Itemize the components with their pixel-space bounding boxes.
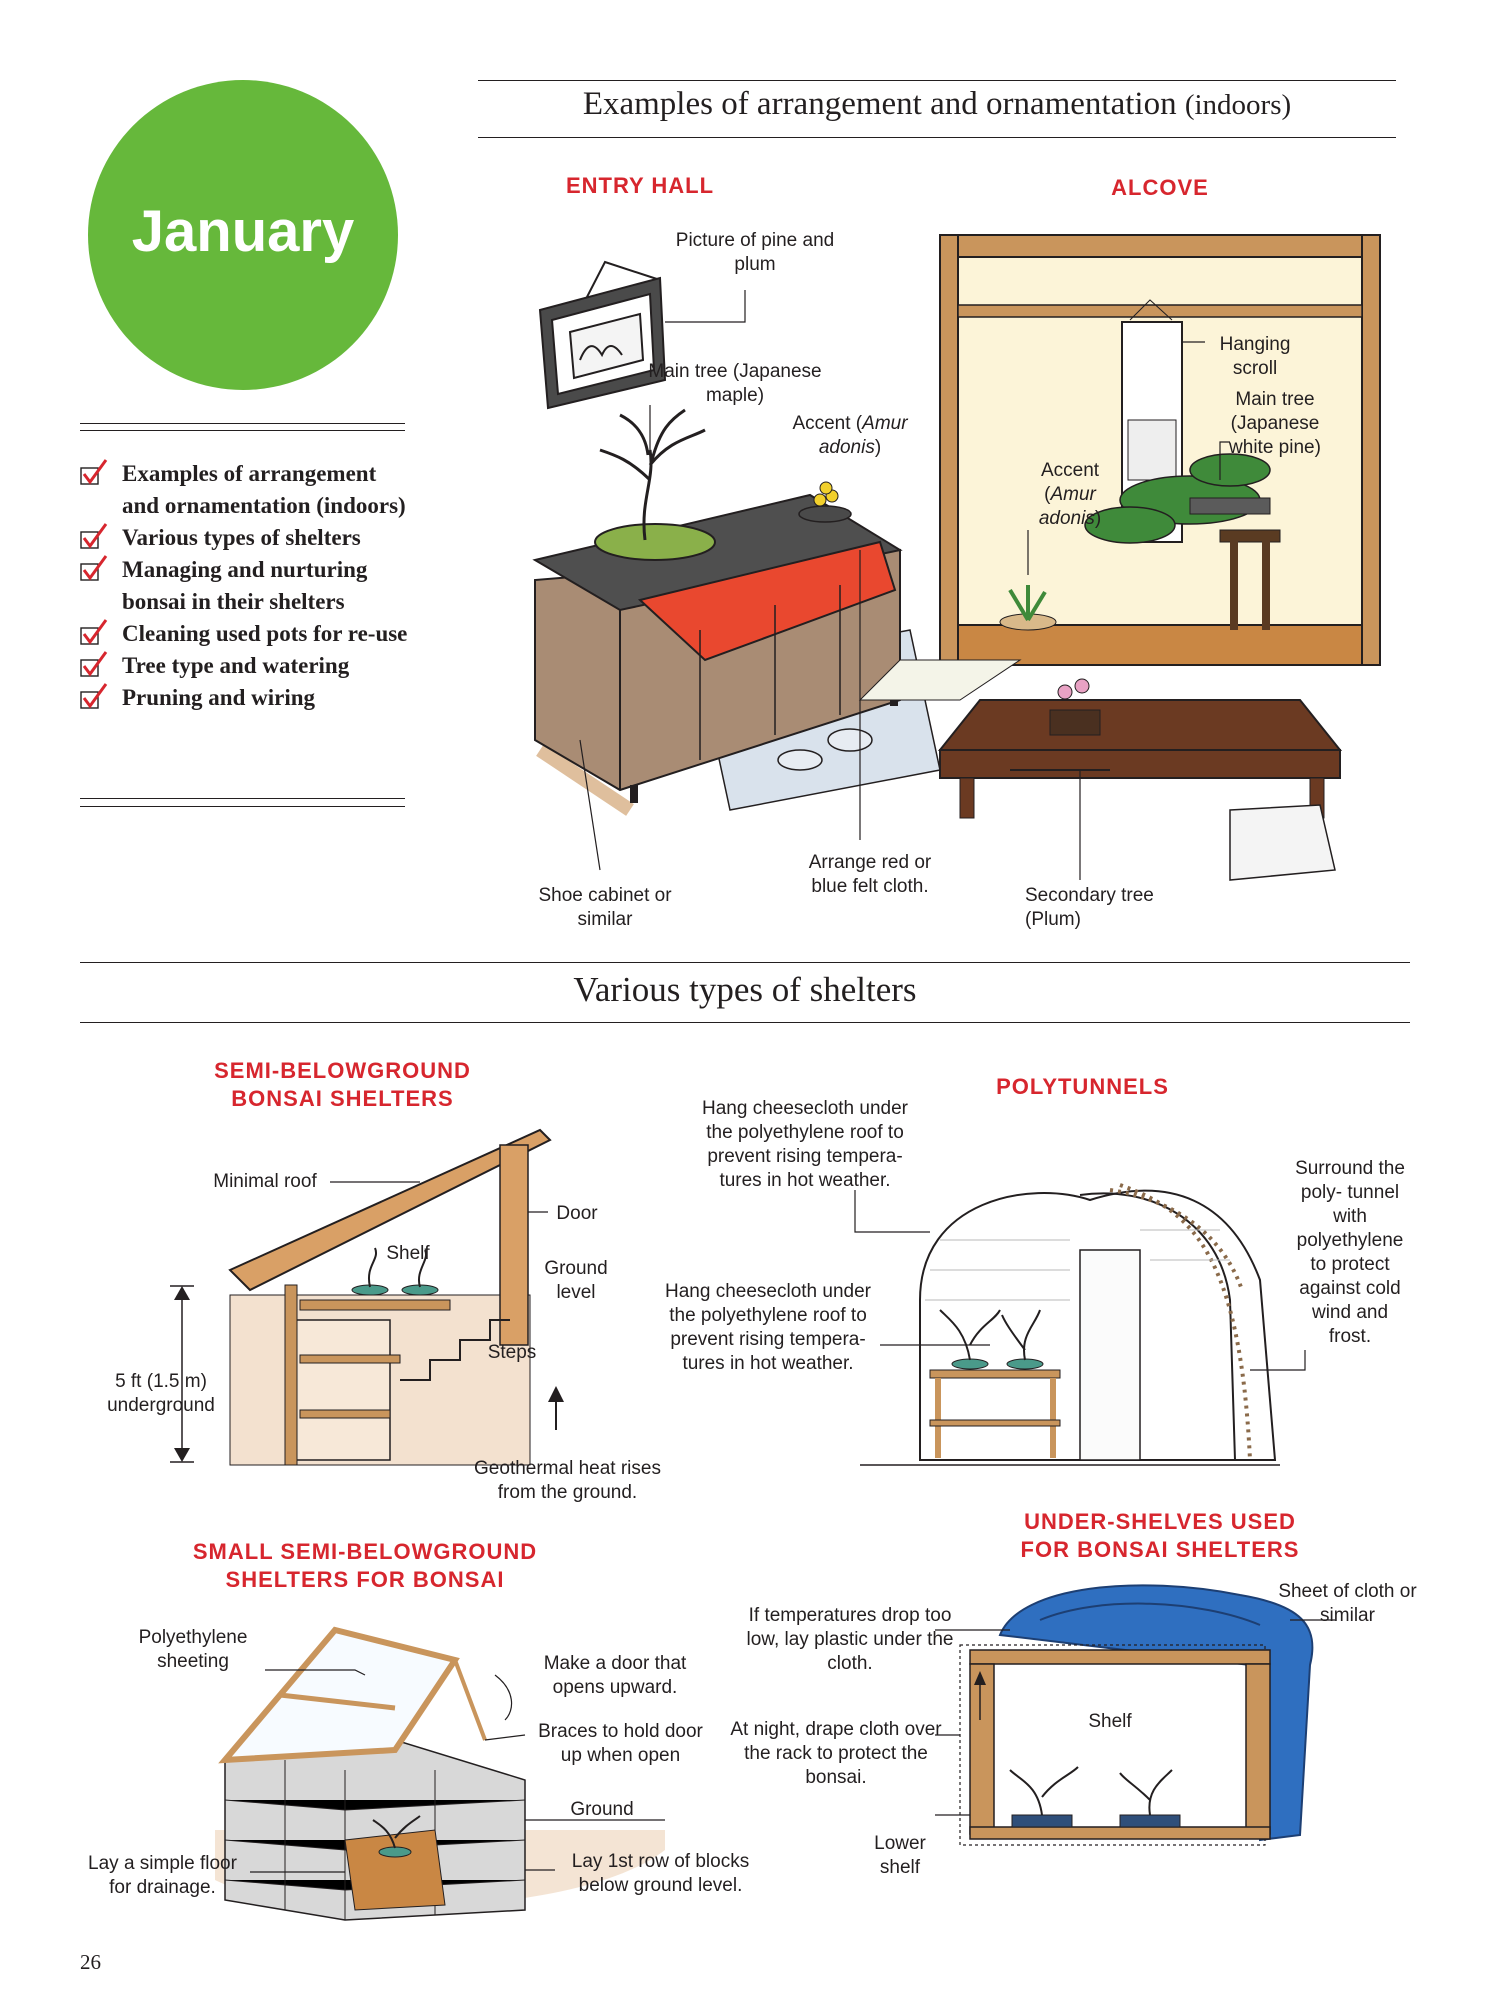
toc-rule-bottom	[80, 806, 405, 807]
under-shelves-heading: UNDER-SHELVES USED FOR BONSAI SHELTERS	[1020, 1509, 1300, 1562]
label-temps-drop: If temperatures drop too low, lay plasti…	[746, 1605, 954, 1674]
polytunnels-heading: POLYTUNNELS	[996, 1074, 1169, 1099]
toc-item-text: Various types of shelters	[122, 525, 361, 550]
label-simple-floor: Lay a simple floor for drainage.	[88, 1853, 237, 1898]
check-icon	[80, 555, 108, 581]
label-picture: Picture of pine and plum	[675, 230, 835, 275]
accent-plant	[999, 585, 1057, 631]
shoe-cabinet	[532, 493, 903, 803]
label-ground: Ground	[570, 1799, 634, 1820]
toc-rule-top-thin	[80, 430, 405, 431]
framed-picture	[538, 260, 667, 410]
section2-rule-bottom	[80, 1022, 1410, 1023]
toc-rule-top	[80, 423, 405, 424]
toc-rule-bottom-thin	[80, 798, 405, 799]
pine-bonsai	[1084, 453, 1281, 630]
toc-list: Examples of arrangement and ornamentatio…	[80, 458, 410, 714]
label-surround: Surround the poly- tunnel with polyethyl…	[1295, 1158, 1405, 1347]
alcove-heading: ALCOVE	[1111, 175, 1209, 200]
small-semi-illustration	[215, 1626, 665, 1921]
polytunnel-illustration	[854, 1183, 1306, 1466]
low-table	[858, 659, 1343, 819]
label-sheet-cloth: Sheet of cloth or similar	[1278, 1581, 1417, 1626]
label-underground: 5 ft (1.5 m) underground	[107, 1371, 215, 1416]
label-accent-alcove: Accent (Amur adonis)	[1038, 460, 1102, 529]
entry-hall-heading: ENTRY HALL	[565, 173, 715, 198]
label-door-upward: Make a door that opens upward.	[543, 1653, 687, 1698]
semi-below-illustration	[170, 1128, 564, 1466]
label-accent-entry: Accent (Amur adonis)	[792, 413, 908, 458]
label-secondary-tree: Secondary tree (Plum)	[1025, 885, 1154, 930]
section1-rule-top	[478, 80, 1396, 81]
toc-item-text: Tree type and watering	[122, 653, 350, 678]
label-main-tree-pine: Main tree (Japanese white pine)	[1229, 389, 1321, 458]
section1-title: Examples of arrangement and ornamentatio…	[582, 86, 1292, 122]
toc-item: Managing and nurturing bonsai in their s…	[80, 554, 410, 618]
label-lower-shelf: Lower shelf	[874, 1833, 926, 1878]
toc-item: Various types of shelters	[80, 522, 410, 554]
toc-item-text: Cleaning used pots for re-use	[122, 621, 408, 646]
label-shoe-cabinet: Shoe cabinet or similar	[538, 885, 672, 930]
alcove-illustration	[858, 234, 1381, 881]
floor-cushion	[1229, 804, 1336, 881]
page-number: 26	[80, 1950, 101, 1974]
check-icon	[80, 523, 108, 549]
cloth-sheet	[998, 1584, 1314, 1842]
check-icon	[80, 683, 108, 709]
label-first-row: Lay 1st row of blocks below ground level…	[571, 1851, 750, 1896]
toc-item-text: Examples of arrangement and ornamentatio…	[122, 461, 406, 518]
label-polyethylene: Polyethylene sheeting	[138, 1627, 248, 1672]
maple-bonsai	[594, 408, 716, 561]
section2-title: Various types of shelters	[573, 970, 917, 1009]
label-at-night: At night, drape cloth over the rack to p…	[730, 1719, 942, 1788]
section1-rule-bottom	[478, 137, 1396, 138]
under-shelves-illustration	[935, 1584, 1335, 1846]
small-semi-heading: SMALL SEMI-BELOWGROUND SHELTERS FOR BONS…	[192, 1539, 538, 1592]
label-felt-cloth: Arrange red or blue felt cloth.	[808, 852, 932, 897]
label-cheesecloth-top: Hang cheesecloth under the polyethylene …	[702, 1098, 908, 1191]
toc-item: Tree type and watering	[80, 650, 410, 682]
label-main-tree-maple: Main tree (Japanese maple)	[648, 361, 822, 406]
label-door: Door	[556, 1203, 598, 1224]
toc-item: Pruning and wiring	[80, 682, 410, 714]
toc-item-text: Pruning and wiring	[122, 685, 315, 710]
section2-rule-top	[80, 962, 1410, 963]
label-minimal-roof: Minimal roof	[213, 1171, 317, 1192]
month-badge: January	[88, 80, 398, 390]
label-cheesecloth-mid: Hang cheesecloth under the polyethylene …	[665, 1281, 871, 1374]
month-title: January	[131, 198, 355, 264]
label-braces: Braces to hold door up when open	[538, 1721, 703, 1766]
toc-item: Cleaning used pots for re-use	[80, 618, 410, 650]
minimal-roof	[228, 1128, 552, 1292]
label-geothermal: Geothermal heat rises from the ground.	[474, 1458, 661, 1503]
entry-hall-illustration	[532, 260, 941, 871]
check-icon	[80, 619, 108, 645]
label-shelf-under: Shelf	[1088, 1711, 1132, 1732]
label-shelf: Shelf	[386, 1243, 430, 1264]
toc-item: Examples of arrangement and ornamentatio…	[80, 458, 410, 522]
label-ground-level: Ground level	[544, 1258, 608, 1303]
steps	[400, 1319, 510, 1381]
toc-item-text: Managing and nurturing bonsai in their s…	[122, 557, 368, 614]
label-hanging-scroll: Hanging scroll	[1219, 334, 1291, 379]
check-icon	[80, 459, 108, 485]
accent-flower	[798, 481, 852, 523]
label-steps: Steps	[487, 1342, 537, 1363]
brace	[453, 1659, 487, 1741]
check-icon	[80, 651, 108, 677]
semi-below-heading: SEMI-BELOWGROUND BONSAI SHELTERS	[214, 1058, 471, 1111]
